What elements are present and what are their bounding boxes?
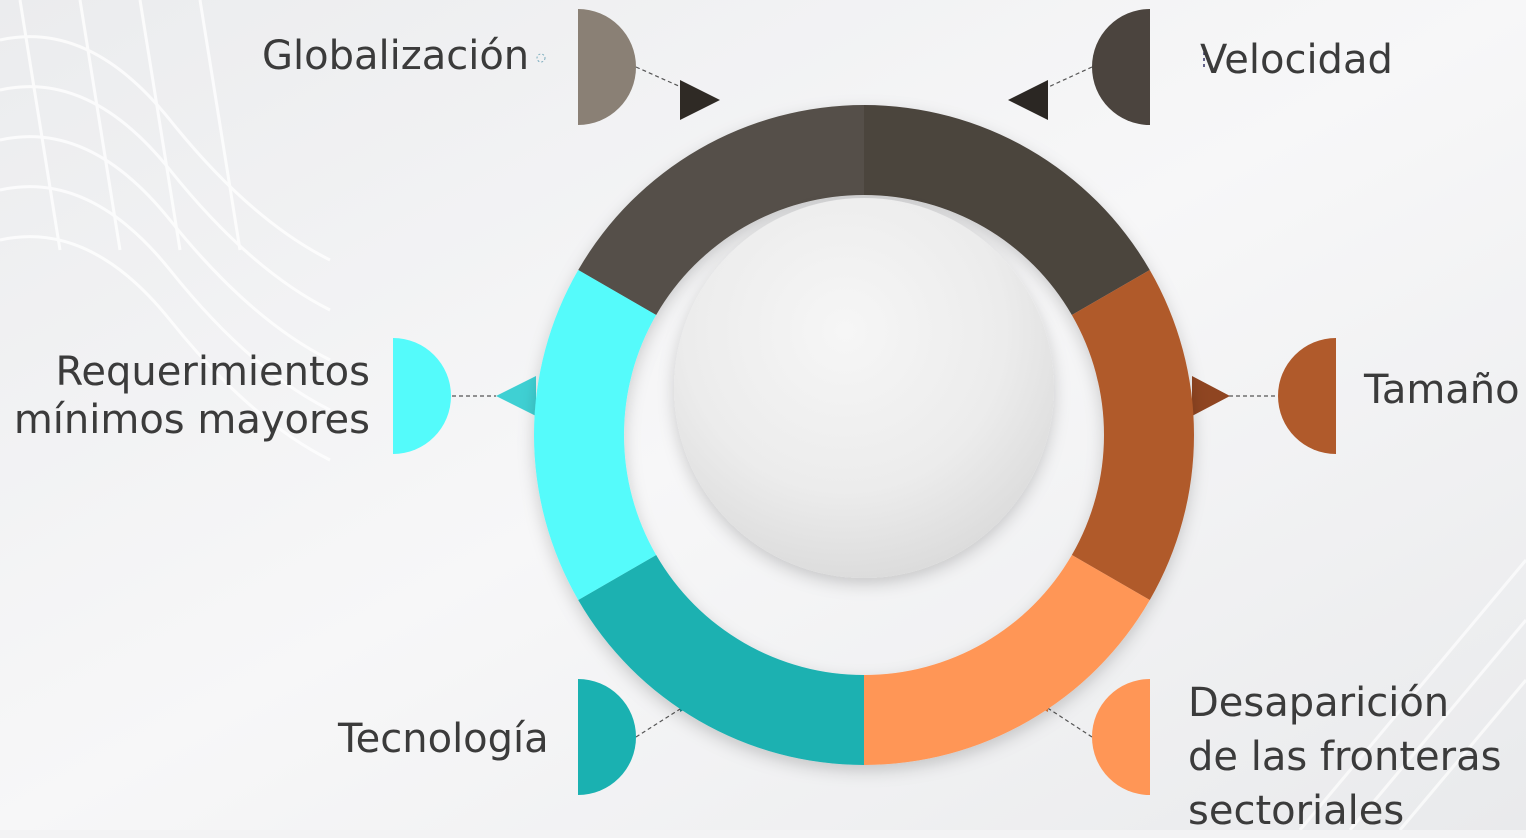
ring-segment-tamano <box>1071 270 1194 600</box>
label-tamano: Tamaño <box>1364 367 1520 413</box>
pointer-requerimientos <box>496 376 536 416</box>
ring-segment-tecnologia <box>578 555 864 765</box>
tab-desaparicion <box>1092 679 1150 795</box>
pointer-tamano <box>1192 376 1230 416</box>
building-pattern-right <box>1298 559 1526 830</box>
selection-handle <box>536 53 546 63</box>
tab-tecnologia <box>578 679 636 795</box>
cycle-ring <box>534 104 1194 765</box>
ring-segment-globalizacion <box>578 104 864 315</box>
building-pattern <box>0 0 331 462</box>
ring-segment-requerimientos <box>534 270 657 600</box>
ring-segment-velocidad <box>864 105 1150 315</box>
pointer-velocidad <box>1008 80 1048 120</box>
tab-velocidad <box>1092 9 1150 125</box>
tab-tamano <box>1278 338 1336 454</box>
label-desaparicion: Desaparición de las fronteras sectoriale… <box>1188 680 1502 834</box>
tab-requerimientos <box>393 338 451 454</box>
label-globalizacion: Globalización <box>262 33 530 79</box>
label-tabs <box>393 9 1336 795</box>
center-disc <box>674 198 1054 578</box>
label-requerimientos: Requerimientos mínimos mayores <box>13 349 370 443</box>
label-velocidad: Velocidad <box>1200 37 1393 83</box>
ring-segment-desaparicion <box>864 555 1150 765</box>
pointer-globalizacion <box>680 80 720 120</box>
tab-globalizacion <box>578 9 636 125</box>
label-tecnologia: Tecnología <box>338 716 549 762</box>
